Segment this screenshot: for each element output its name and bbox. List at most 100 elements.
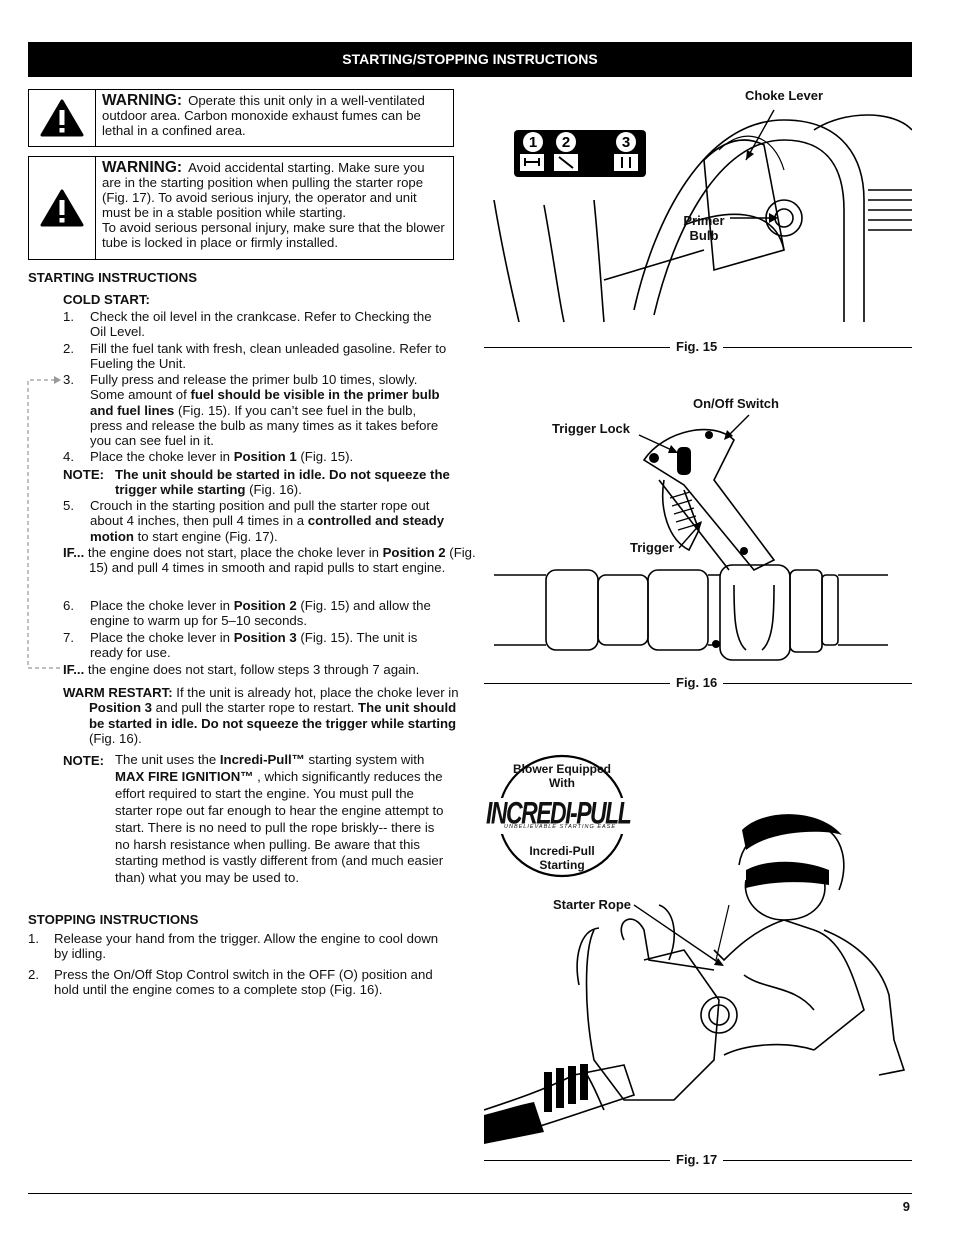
- text: the engine does not start, place the cho…: [84, 545, 383, 560]
- warning-box-ventilation: WARNING:Operate this unit only in a well…: [28, 89, 454, 147]
- cold-step-3: Fully press and release the primer bulb …: [90, 372, 450, 449]
- text: (Fig. 16).: [245, 482, 302, 498]
- text: Fully press and release the primer bulb …: [90, 372, 418, 403]
- warm-restart: WARM RESTART: If the unit is already hot…: [63, 685, 474, 746]
- text: and pull the starter rope to restart.: [152, 700, 355, 716]
- step-number: 2.: [63, 341, 74, 356]
- bold-text: The unit should be started in idle. Do n…: [115, 467, 450, 498]
- cold-start-heading: COLD START:: [63, 292, 150, 307]
- fig16-trigger-illustration: [494, 414, 888, 661]
- starter-rope-label: Starter Rope: [553, 897, 632, 912]
- bold-text: controlled and steady motion: [90, 513, 445, 544]
- bold-text: Position 3: [233, 630, 297, 645]
- repeat-loop-arrow: [27, 376, 61, 669]
- fig17-caption: Fig. 17: [670, 1152, 724, 1168]
- bold-text: Position 3: [89, 700, 153, 716]
- cold-step-5: Crouch in the starting position and pull…: [90, 498, 450, 544]
- warning-box-starting: WARNING:Avoid accidental starting. Make …: [28, 156, 454, 260]
- stopping-heading: STOPPING INSTRUCTIONS: [28, 912, 199, 927]
- cold-step-2: Fill the fuel tank with fresh, clean unl…: [90, 341, 447, 372]
- badge-frame: [484, 754, 644, 878]
- bold-text: Position 2: [233, 598, 297, 613]
- text: starting system with: [304, 752, 425, 767]
- note-label: NOTE:: [63, 467, 105, 482]
- text: (Fig. 15) and pull 4 times in smooth and…: [89, 545, 476, 576]
- incredi-pull-badge: Blower Equipped With INCREDI-PULL UNBELI…: [484, 750, 644, 882]
- warning-text: WARNING:Avoid accidental starting. Make …: [96, 157, 453, 259]
- bold-text: fuel should be visible in the primer bul…: [90, 387, 440, 418]
- bold-text: Position 1: [233, 449, 297, 464]
- text: (Fig. 15). If you can’t see fuel in the …: [90, 402, 439, 449]
- stop-step-2: Press the On/Off Stop Control switch in …: [54, 967, 433, 998]
- starting-heading: STARTING INSTRUCTIONS: [28, 270, 197, 285]
- fig17-starting-position-illustration: [484, 814, 906, 1144]
- step-number: 2.: [28, 967, 39, 982]
- step-number: 5.: [63, 498, 74, 513]
- text: (Fig. 15) and allow the engine to warm u…: [90, 598, 431, 629]
- warning-body: Avoid accidental starting. Make sure you…: [102, 160, 425, 220]
- incredi-pull-logo: INCREDI-PULL: [486, 795, 632, 831]
- step-number: 3.: [63, 372, 74, 387]
- text: Crouch in the starting position and pull…: [90, 498, 430, 529]
- warning-body: Operate this unit only in a well-ventila…: [102, 93, 425, 138]
- warning-triangle-icon: [40, 99, 84, 137]
- if-no-start-1: IF... the engine does not start, place t…: [63, 545, 477, 576]
- text: to start engine (Fig. 17).: [133, 528, 278, 544]
- warning-title: WARNING:: [102, 159, 183, 176]
- choke-position-3: 3: [622, 134, 630, 151]
- text: (Fig. 15). The unit is ready for use.: [90, 630, 418, 661]
- warning-text: WARNING:Operate this unit only in a well…: [96, 90, 453, 146]
- step-number: 4.: [63, 449, 74, 464]
- footer-rule: [28, 1193, 912, 1194]
- choke-position-2: 2: [562, 134, 570, 151]
- choke-position-1: 1: [529, 134, 537, 151]
- warm-restart-label: WARM RESTART:: [63, 685, 173, 700]
- bold-text: Incredi-Pull™: [219, 752, 305, 767]
- step-number: 1.: [28, 931, 39, 946]
- badge-tagline: UNBELIEVABLE STARTING EASE: [504, 824, 616, 830]
- section-title: STARTING/STOPPING INSTRUCTIONS: [342, 51, 598, 68]
- cold-step-4: Place the choke lever in Position 1 (Fig…: [90, 449, 450, 464]
- section-header: STARTING/STOPPING INSTRUCTIONS: [28, 42, 912, 77]
- warning-body-2: To avoid serious personal injury, make s…: [102, 220, 445, 250]
- if-label: IF...: [63, 662, 85, 677]
- cold-step-7: Place the choke lever in Position 3 (Fig…: [90, 630, 450, 661]
- bold-text: Position 2: [382, 545, 446, 560]
- choke-lever-label: Choke Lever: [745, 88, 824, 103]
- note-label: NOTE:: [63, 753, 105, 768]
- primer-bulb-label: Primer Bulb: [683, 213, 725, 243]
- cold-step-6: Place the choke lever in Position 2 (Fig…: [90, 598, 450, 629]
- text: (Fig. 15).: [296, 449, 354, 464]
- trigger-lock-label: Trigger Lock: [552, 421, 631, 436]
- bold-text: MAX FIRE IGNITION™: [115, 768, 254, 784]
- on-off-switch-label: On/Off Switch: [693, 396, 779, 411]
- text: , which significantly reduces the effort…: [115, 768, 444, 886]
- fig16-caption: Fig. 16: [670, 675, 724, 691]
- warning-triangle-icon: [40, 189, 84, 227]
- if-label: IF...: [63, 545, 85, 560]
- badge-bottom-text: Incredi-Pull Starting: [529, 844, 595, 872]
- badge-top-text: Blower Equipped With: [512, 762, 611, 790]
- text: The unit uses the: [115, 752, 220, 767]
- bold-text: The unit should be started in idle. Do n…: [89, 700, 457, 731]
- cold-step-1: Check the oil level in the crankcase. Re…: [90, 309, 432, 340]
- trigger-label: Trigger: [630, 540, 675, 555]
- page-number: 9: [902, 1199, 910, 1214]
- stop-step-1: Release your hand from the trigger. Allo…: [54, 931, 439, 962]
- warning-icon-cell: [29, 157, 96, 259]
- step-number: 6.: [63, 598, 74, 613]
- warning-icon-cell: [29, 90, 96, 146]
- text: the engine does not start, follow steps …: [84, 662, 420, 677]
- note-idle: The unit should be started in idle. Do n…: [115, 467, 450, 498]
- text: Place the choke lever in: [90, 630, 234, 645]
- fig15-choke-illustration: 1 2 3: [493, 109, 912, 323]
- note-incredi-pull: The unit uses the Incredi-Pull™ starting…: [115, 752, 445, 887]
- warning-title: WARNING:: [102, 92, 183, 109]
- step-number: 7.: [63, 630, 74, 645]
- text: Place the choke lever in: [90, 598, 234, 613]
- text: If the unit is already hot, place the ch…: [172, 685, 459, 700]
- fig15-caption: Fig. 15: [670, 339, 724, 355]
- step-number: 1.: [63, 309, 74, 324]
- if-no-start-2: IF... the engine does not start, follow …: [63, 662, 463, 677]
- text: Place the choke lever in: [90, 449, 234, 464]
